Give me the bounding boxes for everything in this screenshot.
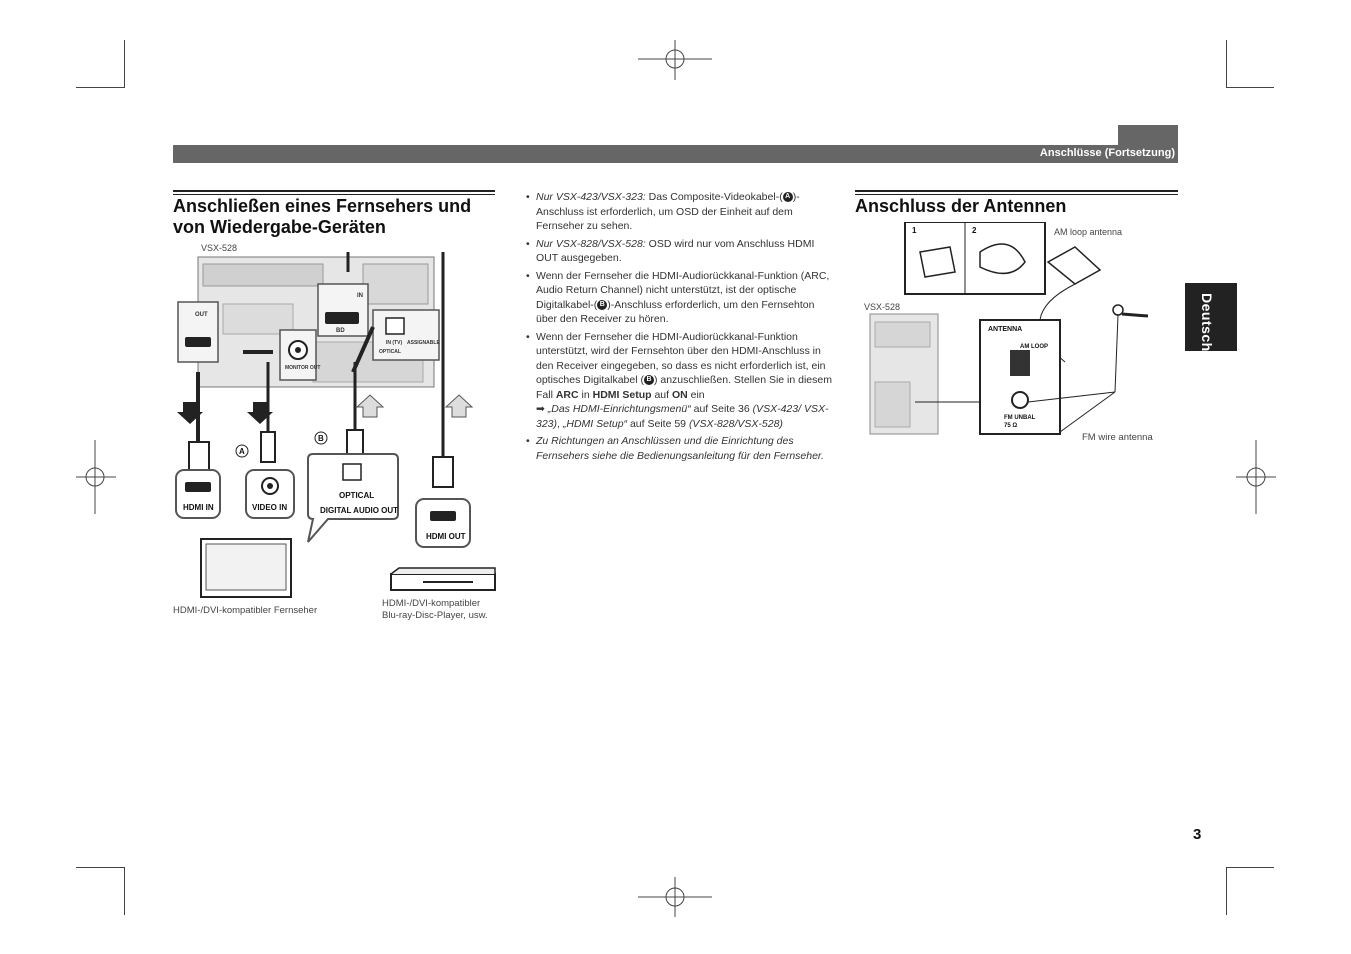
model-label: VSX-528 (864, 302, 900, 312)
svg-text:OPTICAL: OPTICAL (339, 491, 374, 500)
fm-wire-antenna-label: FM wire antenna (1082, 432, 1153, 443)
svg-text:DIGITAL AUDIO OUT: DIGITAL AUDIO OUT (320, 506, 398, 515)
reference-arrow-icon: ➡ (536, 403, 545, 415)
svg-text:FM UNBAL: FM UNBAL (1004, 415, 1036, 421)
antenna-diagram: 1 2 AM loop antenna VSX-528 ANTENNA AM L… (864, 222, 1149, 435)
svg-text:MONITOR OUT: MONITOR OUT (285, 365, 320, 371)
svg-text:IN: IN (357, 293, 363, 299)
crop-mark (1226, 40, 1227, 88)
svg-text:1: 1 (912, 226, 917, 235)
section-header: Anschlüsse (Fortsetzung) (1039, 147, 1175, 159)
crop-mark (124, 40, 125, 88)
tv-caption: HDMI-/DVI-kompatibler Fernseher (173, 605, 318, 616)
marker-b: B (643, 375, 654, 386)
hdmi-bd-in-box (317, 283, 369, 337)
marker-b (314, 431, 328, 445)
note-item: Zu Richtungen an Anschlüssen und die Ein… (526, 434, 838, 463)
note-item: Nur VSX-423/VSX-323: Das Composite-Video… (526, 190, 838, 234)
header-bar (173, 145, 1178, 163)
language-tab: Deutsch (1185, 283, 1237, 352)
antenna-terminal-box (979, 319, 1061, 435)
notes-list: Nur VSX-423/VSX-323: Das Composite-Video… (526, 190, 838, 466)
marker-b: B (597, 299, 608, 310)
marker-a (235, 444, 249, 458)
svg-text:HDMI OUT: HDMI OUT (426, 532, 466, 541)
crop-mark (1226, 867, 1227, 915)
optical-out-box (307, 453, 399, 543)
assembly-steps-box (904, 222, 1046, 295)
svg-text:B: B (318, 434, 324, 443)
crop-mark (76, 867, 124, 868)
svg-text:75 Ω: 75 Ω (1004, 423, 1017, 429)
model-label: VSX-528 (201, 243, 238, 253)
am-loop-antenna-label: AM loop antenna (1054, 227, 1122, 237)
svg-text:OPTICAL: OPTICAL (379, 349, 401, 355)
heading-rule (173, 190, 495, 192)
svg-text:BD: BD (336, 328, 345, 334)
svg-text:ANTENNA: ANTENNA (988, 326, 1022, 333)
heading-rule (173, 194, 495, 195)
svg-text:HDMI IN: HDMI IN (183, 503, 214, 512)
heading-rule (855, 190, 1178, 192)
registration-mark-bottom (638, 877, 712, 917)
header-tab (1118, 125, 1178, 145)
hdmi-out-box (415, 498, 471, 548)
section-title-antennas: Anschluss der Antennen (855, 196, 1067, 216)
crop-mark (1226, 867, 1274, 868)
marker-a: A (782, 192, 793, 203)
svg-text:VIDEO IN: VIDEO IN (252, 503, 287, 512)
note-item: Wenn der Fernseher die HDMI-Audiorückkan… (526, 330, 838, 432)
svg-text:OUT: OUT (195, 312, 208, 318)
crop-mark (76, 87, 124, 88)
crop-mark (124, 867, 125, 915)
hdmi-out-port-box (177, 301, 219, 363)
tv-connection-diagram: OUT IN BD MONITOR OUT OPTICAL ASSIGNABLE… (175, 252, 496, 598)
crop-mark (1226, 87, 1274, 88)
registration-mark-left (76, 440, 116, 514)
registration-mark-right (1236, 440, 1276, 514)
svg-text:A: A (239, 447, 245, 456)
page-number: 3 (1193, 826, 1202, 843)
svg-text:ASSIGNABLE: ASSIGNABLE (407, 340, 440, 346)
svg-text:IN (TV): IN (TV) (386, 340, 402, 346)
note-item: Wenn der Fernseher die HDMI-Audiorückkan… (526, 269, 838, 327)
heading-rule (855, 194, 1178, 195)
registration-mark-top (638, 40, 712, 80)
svg-text:2: 2 (972, 226, 977, 235)
optical-assignable-box (372, 309, 440, 361)
svg-text:AM LOOP: AM LOOP (1020, 344, 1048, 350)
note-item: Nur VSX-828/VSX-528: OSD wird nur vom An… (526, 237, 838, 266)
